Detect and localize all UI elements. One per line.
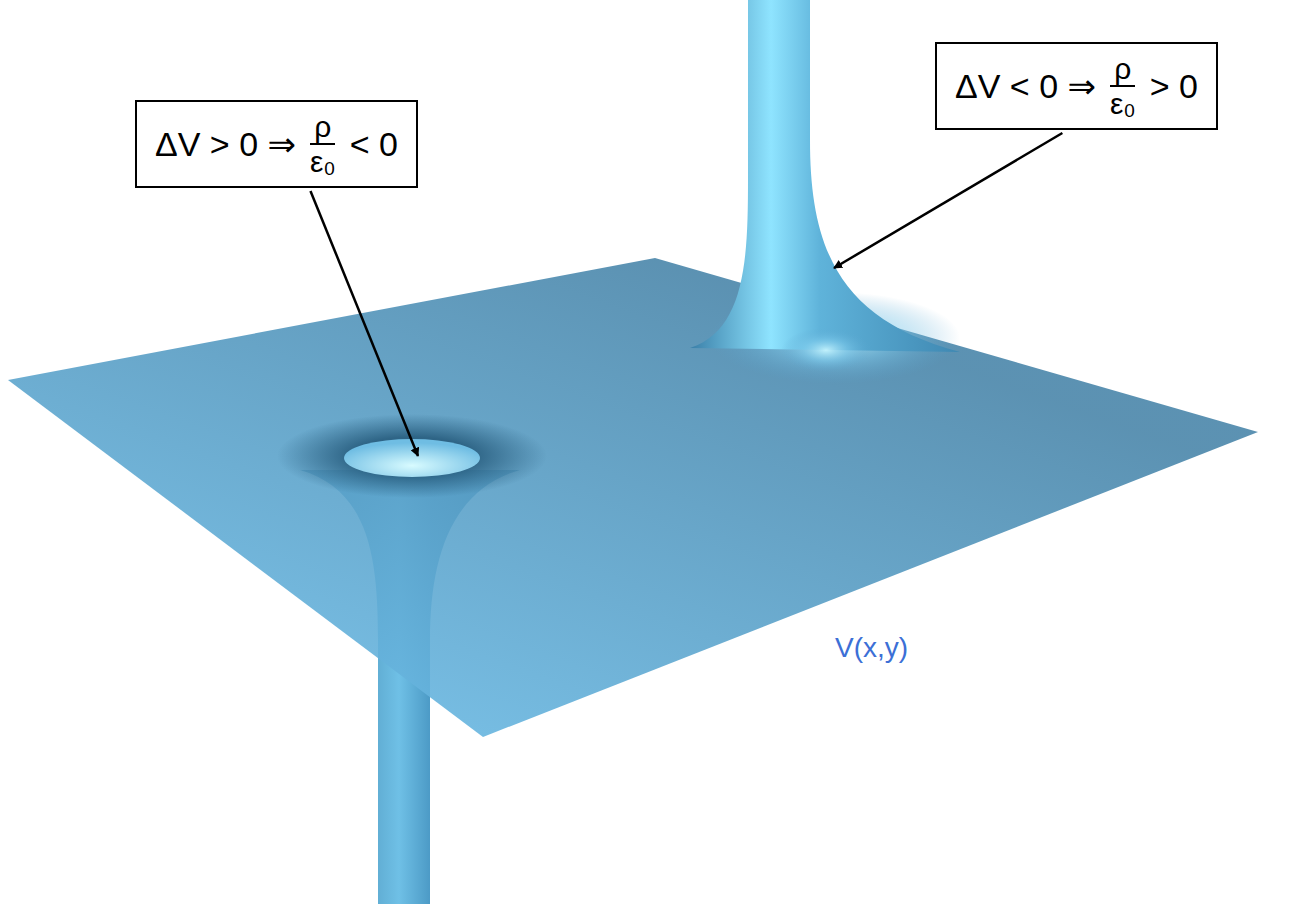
numerator: ρ <box>310 110 335 145</box>
numerator: ρ <box>1110 52 1135 87</box>
hole-rim <box>344 439 480 477</box>
fraction: ρε₀ <box>1106 52 1140 120</box>
formula-text: > 0 <box>1150 67 1198 106</box>
formula-text: ΔV < 0 ⇒ <box>955 66 1096 106</box>
denominator: ε₀ <box>306 145 340 178</box>
spike-highlight <box>781 328 871 372</box>
upward-spike <box>690 0 960 352</box>
leader-arrow <box>310 191 418 456</box>
callout-box: ΔV > 0 ⇒ ρε₀ < 0 <box>135 100 418 188</box>
flat-plane <box>8 258 1258 737</box>
callout-box: ΔV < 0 ⇒ ρε₀ > 0 <box>935 42 1218 130</box>
surface-label: V(x,y) <box>835 632 908 664</box>
leader-arrow <box>834 133 1062 268</box>
formula-text: ΔV > 0 ⇒ <box>155 124 296 164</box>
formula-text: < 0 <box>350 125 398 164</box>
fraction: ρε₀ <box>306 110 340 178</box>
denominator: ε₀ <box>1106 87 1140 120</box>
hole-shade <box>277 414 547 498</box>
